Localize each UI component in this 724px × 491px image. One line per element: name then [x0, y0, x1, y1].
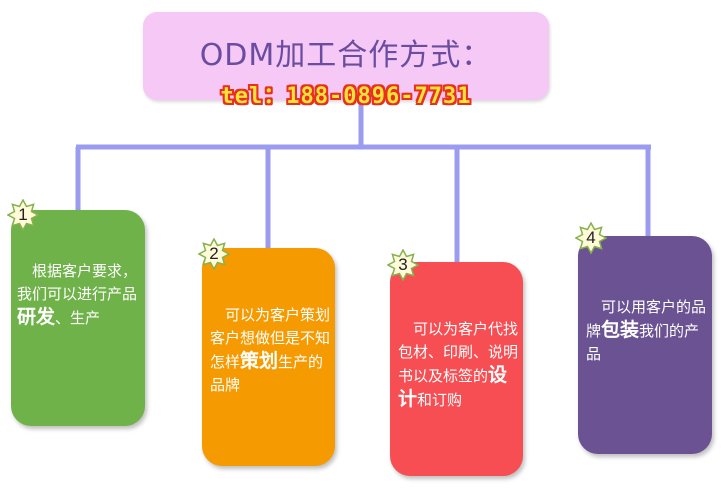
step-card-text: 可以为客户代找包材、印刷、说明书以及标签的设计和订购 — [398, 318, 523, 412]
step-text-tail: 我们的产品 — [586, 322, 700, 363]
step-text: 根据客户要求，我们可以进行产品 — [17, 262, 138, 303]
step-text: 可以为客户代找包材、印刷、说明书以及标签的 — [398, 320, 519, 385]
header-title: ODM加工合作方式： — [199, 38, 493, 73]
star-badge-icon — [7, 199, 39, 231]
step-number: 1 — [18, 205, 28, 224]
header-phone: tel：188-0896-7731 — [220, 84, 472, 109]
step-emphasis: 设计 — [398, 364, 508, 410]
step-card-1: 根据客户要求，我们可以进行产品研发、生产 — [11, 210, 145, 426]
step-number: 2 — [209, 244, 219, 263]
step-emphasis: 包装 — [601, 319, 640, 341]
step-badge-2: 2 — [198, 238, 230, 270]
step-emphasis: 研发 — [17, 306, 56, 328]
star-badge-icon — [198, 238, 230, 270]
step-badge-4: 4 — [575, 222, 607, 254]
step-text: 可以为客户策划客户想做但是不知怎样 — [210, 306, 331, 371]
step-card-text: 可以为客户策划客户想做但是不知怎样策划生产的品牌 — [210, 304, 335, 397]
step-card-text: 可以用客户的品牌包装我们的产品 — [586, 296, 712, 366]
step-emphasis: 策划 — [240, 350, 279, 372]
step-card-text: 根据客户要求，我们可以进行产品研发、生产 — [17, 260, 145, 330]
step-number: 4 — [586, 228, 596, 247]
step-text: 可以用客户的品牌 — [586, 298, 707, 340]
step-text-tail: 生产的品牌 — [210, 353, 324, 394]
star-badge-icon — [387, 249, 419, 281]
step-text-tail: 、生产 — [55, 309, 101, 327]
step-card-2: 可以为客户策划客户想做但是不知怎样策划生产的品牌 — [202, 248, 335, 466]
step-number: 3 — [398, 255, 408, 274]
step-badge-3: 3 — [387, 249, 419, 281]
step-text-tail: 和订购 — [417, 391, 463, 409]
star-badge-icon — [575, 222, 607, 254]
step-badge-1: 1 — [7, 199, 39, 231]
header-box: ODM加工合作方式： tel：188-0896-7731 — [143, 12, 549, 109]
step-card-4: 可以用客户的品牌包装我们的产品 — [578, 236, 712, 454]
step-card-3: 可以为客户代找包材、印刷、说明书以及标签的设计和订购 — [390, 262, 523, 476]
